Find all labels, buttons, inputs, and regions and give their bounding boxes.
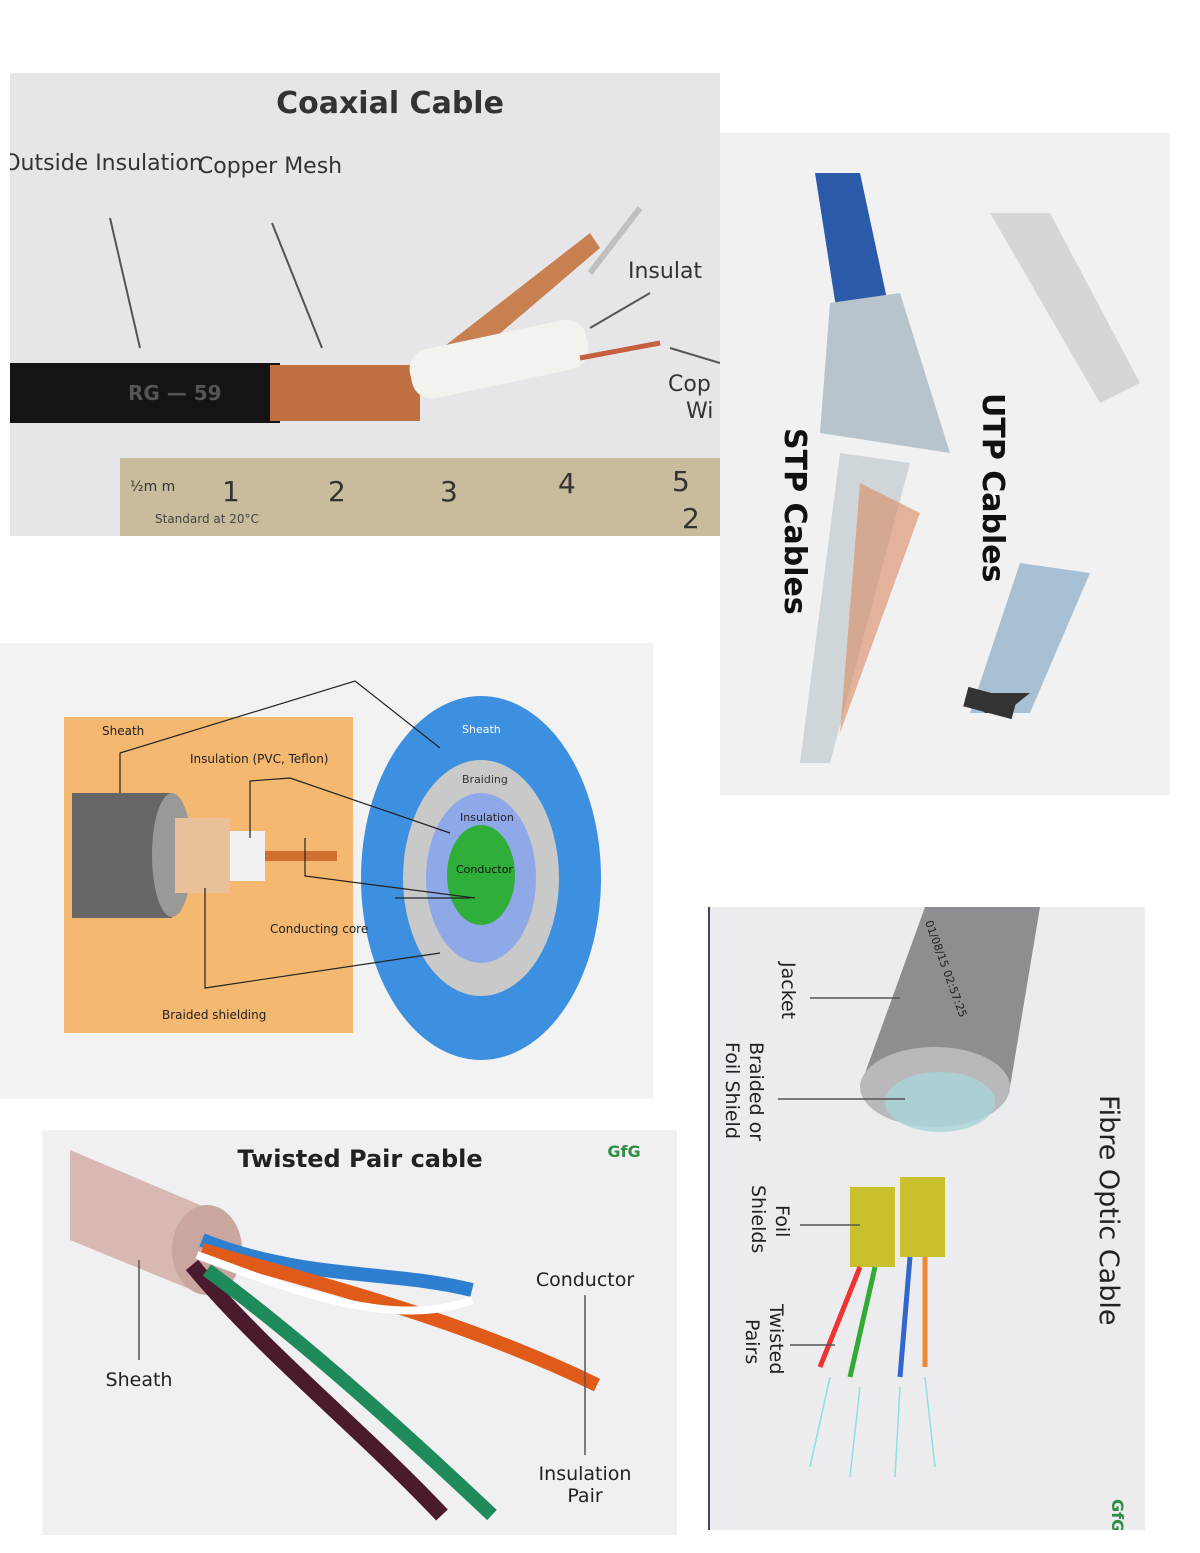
copper-wire-label-2: Wi — [686, 399, 713, 424]
foil-label-1: Foil — [771, 1205, 793, 1237]
coaxial-cable-photo: Coaxial Cable Outside Insulation Copper … — [10, 73, 720, 536]
ruler-caption: Standard at 20°C — [155, 512, 259, 526]
stp-label: STP Cables — [777, 428, 812, 615]
coaxial-title: Coaxial Cable — [276, 86, 504, 121]
copper-mesh-label: Copper Mesh — [198, 154, 342, 179]
fibre-optic-title: Fibre Optic Cable — [1093, 1095, 1124, 1325]
twisted-pair-title: Twisted Pair cable — [237, 1145, 482, 1173]
ring-braiding: Braiding — [462, 773, 508, 786]
jacket-label: Jacket — [777, 961, 799, 1019]
ruler-mark: 5 — [672, 465, 690, 498]
utp-label: UTP Cables — [975, 393, 1010, 582]
cable-print: RG — 59 — [128, 381, 222, 405]
conductor-label: Conductor — [536, 1269, 635, 1291]
gfg-logo: GfG — [607, 1142, 640, 1161]
insulation-label-2: Pair — [567, 1485, 603, 1507]
coaxial-diagram: Sheath Insulation (PVC, Teflon) Conducti… — [0, 643, 653, 1099]
copper-wire-label-1: Cop — [668, 372, 711, 397]
foil-label-2: Shields — [747, 1185, 769, 1253]
ruler-mark: 2 — [328, 475, 346, 508]
ruler-mark: 2 — [682, 502, 700, 535]
outside-insulation-label: Outside Insulation — [10, 151, 203, 176]
fibre-optic-diagram: 01/08/15 02:57:25 Fibre Optic Cable Jack… — [708, 907, 1145, 1530]
ring-insulation: Insulation — [460, 811, 514, 824]
braided-shielding-label: Braided shielding — [162, 1008, 266, 1022]
ruler-mark: 3 — [440, 475, 458, 508]
insulation-label: Insulation (PVC, Teflon) — [190, 752, 329, 766]
ruler-mark: 4 — [558, 467, 576, 500]
ring-sheath: Sheath — [462, 723, 501, 736]
braided-label-2: Foil Shield — [721, 1042, 743, 1139]
insulation-label-1: Insulation — [539, 1463, 632, 1485]
insulation-label: Insulat — [628, 259, 702, 284]
stp-utp-photo: STP Cables UTP Cables — [720, 133, 1170, 795]
sheath-label: Sheath — [102, 724, 144, 738]
conducting-core-label: Conducting core — [270, 922, 368, 936]
ring-conductor: Conductor — [456, 863, 513, 876]
sheath-label: Sheath — [106, 1369, 173, 1391]
twisted-label-2: Pairs — [741, 1319, 763, 1364]
gfg-logo: GfG — [1108, 1499, 1127, 1530]
twisted-label-1: Twisted — [765, 1303, 787, 1374]
ruler-mark: 1 — [222, 475, 240, 508]
twisted-pair-diagram: Twisted Pair cable GfG Conductor Sheath … — [42, 1130, 677, 1535]
braided-label-1: Braided or — [745, 1042, 767, 1141]
ruler-unit: ½m m — [130, 479, 175, 495]
